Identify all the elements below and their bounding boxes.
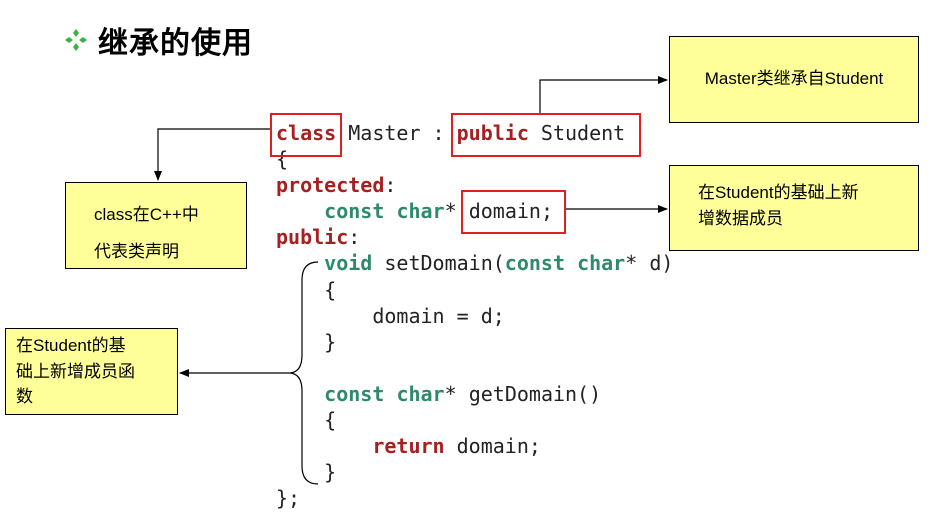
note-new-member-functions: 在Student的基 础上新增成员函 数 — [5, 328, 178, 415]
code-line-6: void setDomain(const char* d) — [276, 250, 673, 276]
code-line-15: }; — [276, 486, 301, 511]
return-expr: domain; — [444, 434, 541, 459]
pointer-star: * — [444, 199, 469, 224]
keyword-public: public — [456, 121, 529, 145]
code-line-5: public: — [276, 224, 673, 250]
base-class-name: Student — [528, 121, 626, 145]
colon: : — [348, 225, 361, 250]
type-void: void — [324, 251, 373, 276]
note-class-line-2: 代表类声明 — [94, 241, 179, 261]
note-class-keyword: class在C++中 代表类声明 — [65, 182, 247, 269]
arrow-to-master-note — [539, 76, 668, 113]
note-class-line-1: class在C++中 — [94, 205, 199, 224]
member-domain: domain; — [468, 199, 553, 224]
keyword-public-access: public — [276, 225, 349, 250]
keyword-class: class — [276, 121, 337, 145]
type-char: char — [577, 251, 626, 276]
code-line-7: { — [276, 277, 337, 302]
brace-methods — [289, 261, 319, 485]
keyword-return: return — [372, 434, 445, 459]
code-line-8: domain = d; — [276, 303, 505, 328]
code-line-13: return domain; — [276, 433, 673, 459]
colon: : — [384, 173, 397, 198]
code-line-11: const char* getDomain() — [276, 381, 673, 407]
code-line-2: { — [276, 147, 289, 172]
code-line-9: } — [276, 329, 337, 354]
highlight-domain-member — [461, 190, 566, 234]
type-char: char — [396, 381, 445, 406]
code-line-3: protected: — [276, 172, 673, 198]
code-line-14: } — [276, 460, 337, 485]
keyword-const: const — [324, 199, 385, 224]
keyword-const: const — [324, 381, 385, 406]
note-methods-line-1: 在Student的基 — [16, 336, 126, 355]
note-methods-line-2: 础上新增成员函 — [16, 361, 135, 381]
note-new-data-member: 在Student的基础上新 增数据成员 — [669, 165, 919, 251]
class-name: Master : — [336, 121, 457, 145]
code-listing: class Master : public Student{protected:… — [276, 120, 673, 511]
keyword-protected: protected — [276, 173, 385, 198]
note-domain-line-1: 在Student的基础上新 — [698, 183, 859, 202]
code-line-1: class Master : public Student — [276, 120, 673, 146]
diamond-bullet-icon — [65, 29, 87, 51]
keyword-const: const — [504, 251, 566, 276]
arrow-to-class-note — [154, 128, 270, 181]
param-d: * d) — [625, 251, 674, 276]
note-methods-line-3: 数 — [16, 387, 33, 406]
type-char: char — [396, 199, 445, 224]
code-line-12: { — [276, 408, 337, 433]
note-domain-line-2: 增数据成员 — [698, 209, 783, 229]
note-master-line-1: Master类继承自Student — [704, 69, 884, 89]
title-text: 继承的使用 — [98, 26, 253, 61]
note-master-inherits: Master类继承自Student — [669, 36, 919, 123]
code-line-4: const char* domain; — [276, 198, 673, 224]
highlight-public-student — [451, 113, 641, 157]
method-getdomain: * getDomain() — [444, 381, 602, 406]
highlight-class-keyword — [270, 113, 342, 157]
method-setdomain: setDomain( — [372, 251, 505, 276]
slide-title: 继承的使用 — [62, 18, 253, 62]
